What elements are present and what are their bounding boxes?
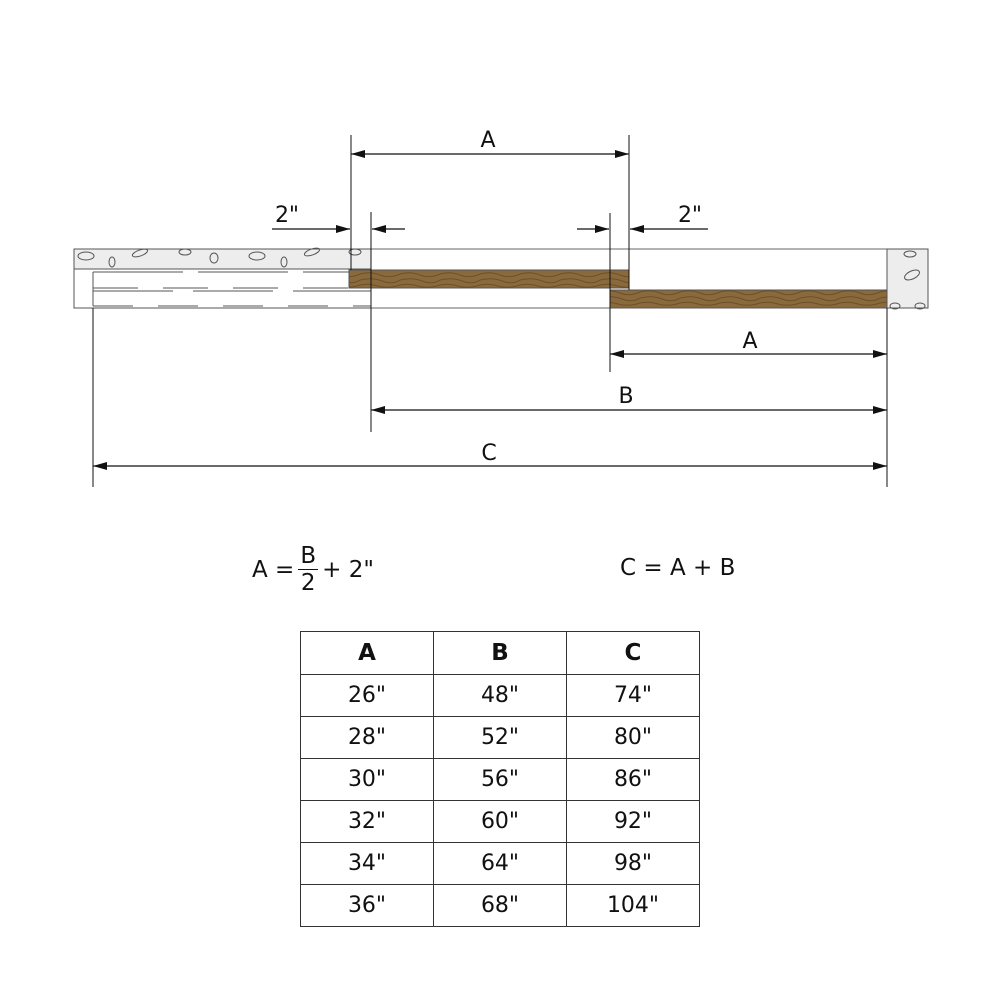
label-gap-left: 2" [275,203,299,228]
cell-a: 28" [300,716,434,759]
left-wall [73,247,372,309]
fraction-numerator: B [298,543,319,570]
cell-c: 80" [566,716,700,759]
label-c: C [481,441,496,466]
cell-a: 34" [300,842,434,885]
fraction-denominator: 2 [300,570,316,596]
cell-b: 60" [433,800,567,843]
formula-c: C = A + B [620,555,736,581]
header-c: C [566,631,700,675]
cell-b: 64" [433,842,567,885]
table-header-row: A B C [300,631,700,675]
table-row: 28"52"80" [300,716,700,759]
extension-lines [92,135,888,487]
cell-a: 36" [300,884,434,927]
formula-a-lhs: A = [252,556,295,583]
cell-c: 86" [566,758,700,801]
formula-fraction: B 2 [298,543,319,596]
table-row: 34"64"98" [300,842,700,885]
door-panel-lower [609,289,888,309]
door-panel-upper [348,269,630,289]
cell-a: 32" [300,800,434,843]
cell-c: 74" [566,674,700,717]
dimension-table: A B C 26"48"74" 28"52"80" 30"56"86" 32"6… [300,631,700,927]
header-a: A [300,631,434,675]
formula-a: A = B 2 + 2" [252,543,374,596]
table-row: 36"68"104" [300,884,700,927]
cell-b: 52" [433,716,567,759]
cell-c: 92" [566,800,700,843]
cell-c: 98" [566,842,700,885]
cell-c: 104" [566,884,700,927]
table-row: 32"60"92" [300,800,700,843]
cell-a: 30" [300,758,434,801]
cell-b: 48" [433,674,567,717]
cell-b: 56" [433,758,567,801]
table-row: 30"56"86" [300,758,700,801]
cell-b: 68" [433,884,567,927]
door-dimension-diagram: A 2" 2" A B C [73,128,929,487]
label-b: B [618,384,633,409]
header-b: B [433,631,567,675]
label-gap-right: 2" [678,203,702,228]
formula-a-rhs: + 2" [322,556,374,583]
table-row: 26"48"74" [300,674,700,717]
cell-a: 26" [300,674,434,717]
label-a-top: A [480,128,495,153]
label-a-bottom: A [742,329,757,354]
right-wall [886,248,929,310]
